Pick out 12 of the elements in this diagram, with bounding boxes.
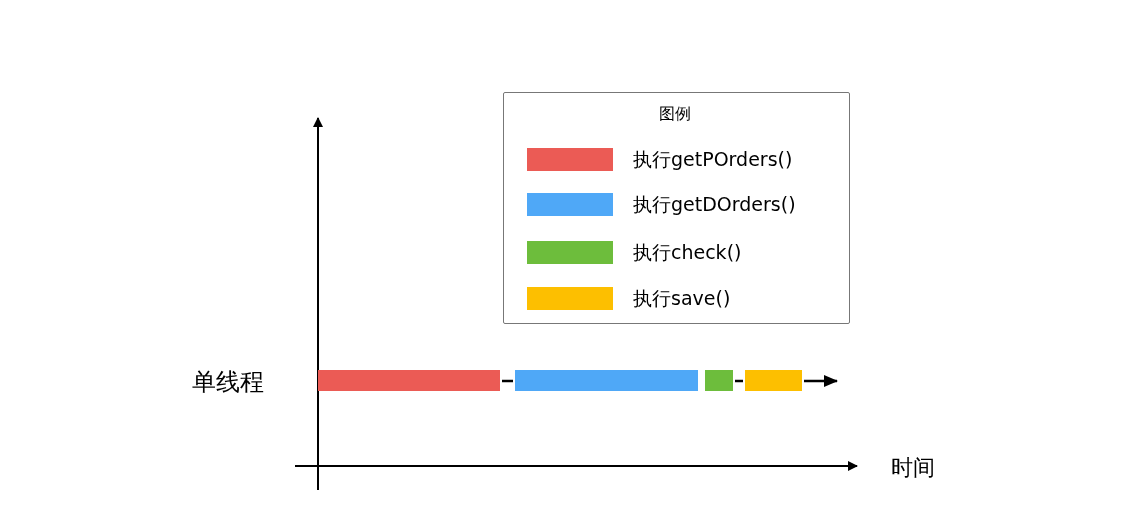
task-bar [745,370,802,391]
axis-label: 时间 [891,454,936,482]
task-bar [515,370,698,391]
legend-title: 图例 [658,104,692,125]
row-label: 单线程 [192,367,265,398]
task-bar [705,370,733,391]
legend-label: 执行getDOrders() [633,192,796,217]
legend-label: 执行save() [633,286,731,311]
legend-label: 执行check() [633,240,742,265]
arrow [804,375,838,387]
task-bar [318,370,500,391]
legend-label: 执行getPOrders() [633,147,793,172]
